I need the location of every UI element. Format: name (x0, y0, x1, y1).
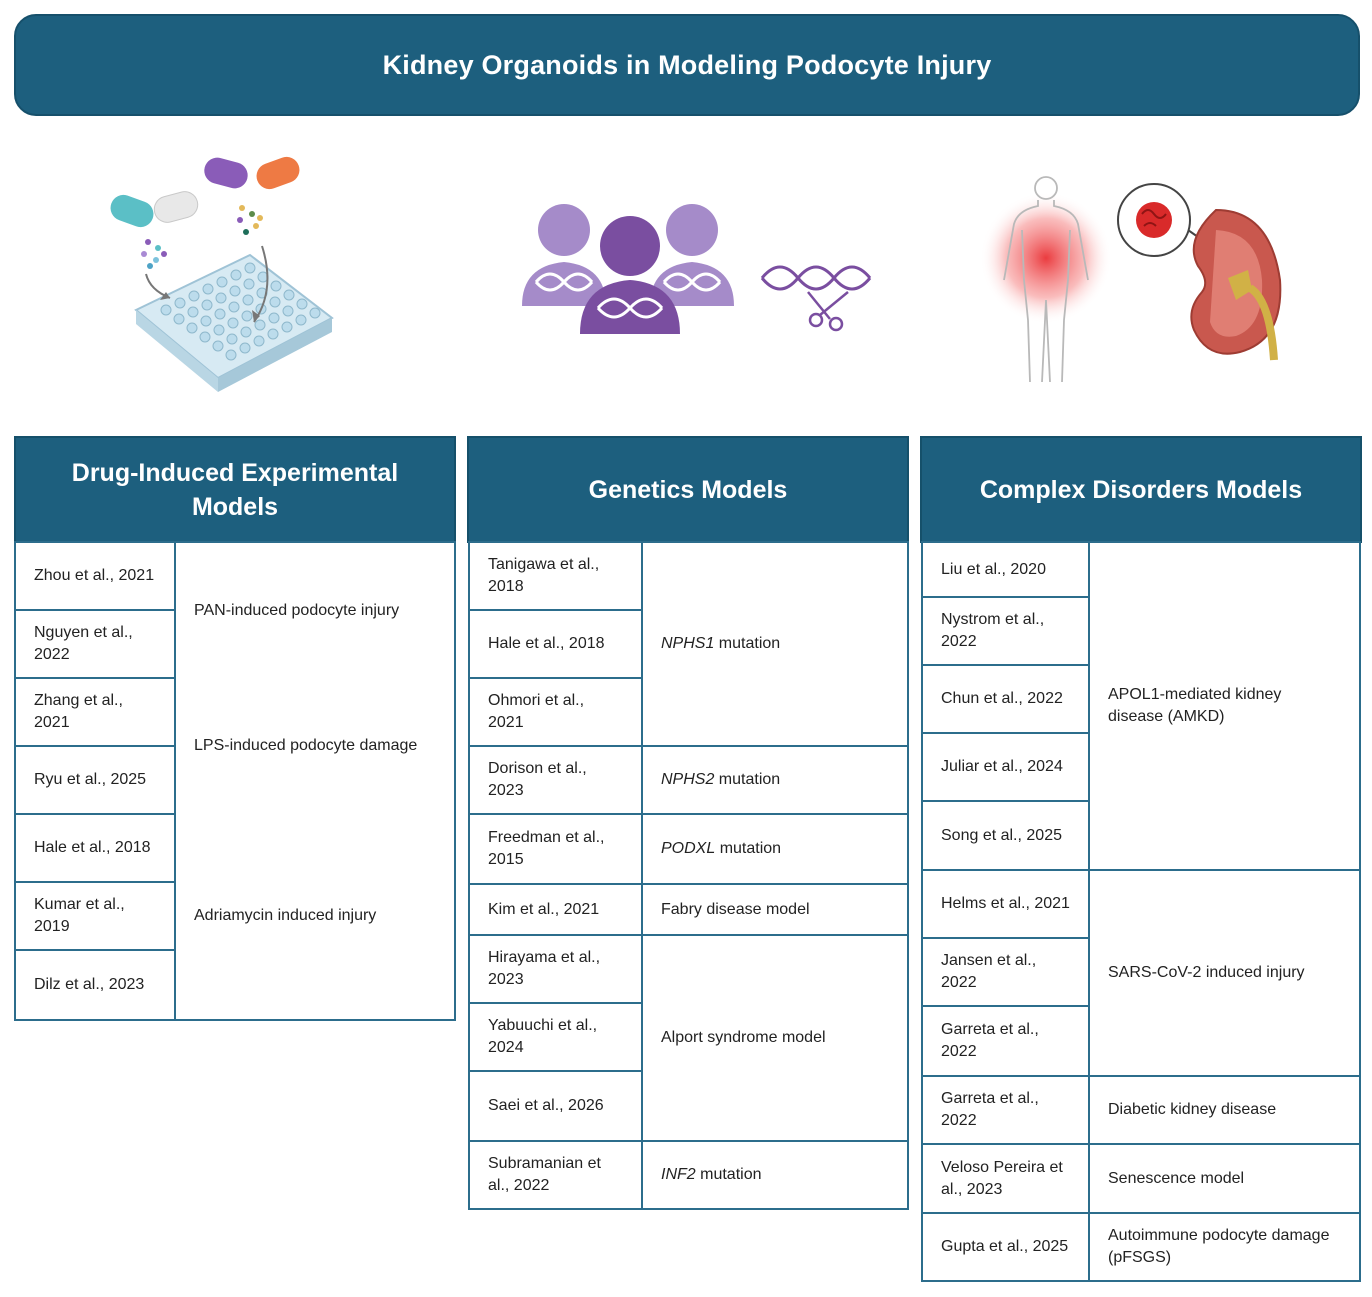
group-cell: Autoimmune podocyte damage (pFSGS) (1088, 1212, 1361, 1282)
panel-header-genetics: Genetics Models (467, 436, 909, 543)
title-banner: Kidney Organoids in Modeling Podocyte In… (14, 14, 1360, 116)
ref-cell: Nystrom et al., 2022 (921, 596, 1090, 666)
panel-heading: Complex Disorders Models (979, 475, 1303, 504)
capsule-teal-white-icon (110, 191, 199, 228)
body-kidney-illustration (980, 176, 1282, 383)
ref-cell: Helms et al., 2021 (921, 869, 1090, 939)
ref-cell: Dilz et al., 2023 (14, 949, 176, 1021)
ref-cell: Veloso Pereira et al., 2023 (921, 1143, 1090, 1214)
group-cell: NPHS2 mutation (641, 745, 909, 815)
panel-heading-line2: Models (191, 492, 279, 521)
panel-heading: Genetics Models (588, 475, 788, 504)
ref-cell: Ryu et al., 2025 (14, 745, 176, 815)
ref-cell: Garreta et al., 2022 (921, 1075, 1090, 1145)
diagram-title: Kidney Organoids in Modeling Podocyte In… (382, 49, 992, 80)
ref-cell: Freedman et al., 2015 (468, 813, 643, 885)
dna-icon (534, 272, 722, 319)
group-cell: APOL1-mediated kidney disease (AMKD) (1088, 541, 1361, 871)
group-cell: PODXL mutation (641, 813, 909, 885)
ref-cell: Juliar et al., 2024 (921, 732, 1090, 802)
capsule-purple-orange-icon (204, 156, 300, 190)
ref-cell: Kim et al., 2021 (468, 883, 643, 936)
ref-cell: Gupta et al., 2025 (921, 1212, 1090, 1282)
ref-cell: Yabuuchi et al., 2024 (468, 1002, 643, 1072)
ref-cell: Subramanian et al., 2022 (468, 1140, 643, 1210)
group-cell: Alport syndrome model (641, 934, 909, 1142)
panel-header-complex-disorders: Complex Disorders Models (920, 436, 1362, 543)
ref-cell: Garreta et al., 2022 (921, 1005, 1090, 1077)
ref-cell: Kumar et al., 2019 (14, 881, 176, 951)
ref-cell: Jansen et al., 2022 (921, 937, 1090, 1007)
ref-cell: Saei et al., 2026 (468, 1070, 643, 1142)
dna-editing-icon (760, 265, 872, 291)
group-cell: Adriamycin induced injury (174, 813, 456, 1021)
drug-particles-icon (141, 205, 263, 269)
ref-cell: Song et al., 2025 (921, 800, 1090, 871)
ref-cell: Zhou et al., 2021 (14, 541, 176, 611)
kidney-icon (1190, 208, 1282, 361)
ref-cell: Hale et al., 2018 (14, 813, 176, 883)
group-cell: INF2 mutation (641, 1140, 909, 1210)
panel-heading-line1: Drug-Induced Experimental (71, 458, 399, 487)
ref-cell: Chun et al., 2022 (921, 664, 1090, 734)
group-cell: Senescence model (1088, 1143, 1361, 1214)
group-cell: LPS-induced podocyte damage (174, 677, 456, 815)
ref-cell: Dorison et al., 2023 (468, 745, 643, 815)
ref-cell: Hirayama et al., 2023 (468, 934, 643, 1004)
scissors-icon (807, 291, 849, 332)
human-body-icon (1003, 176, 1089, 383)
group-cell: PAN-induced podocyte injury (174, 541, 456, 679)
group-cell: Fabry disease model (641, 883, 909, 936)
drug-plate-illustration (110, 156, 334, 392)
ref-cell: Hale et al., 2018 (468, 609, 643, 679)
glomerulus-magnifier-icon (1117, 183, 1209, 257)
panel-header-drug-induced: Drug-Induced Experimental Models (14, 436, 456, 543)
ref-cell: Ohmori et al., 2021 (468, 677, 643, 747)
ref-cell: Tanigawa et al., 2018 (468, 541, 643, 611)
group-cell: NPHS1 mutation (641, 541, 909, 747)
group-cell: SARS-CoV-2 induced injury (1088, 869, 1361, 1077)
ref-cell: Liu et al., 2020 (921, 541, 1090, 598)
ref-cell: Zhang et al., 2021 (14, 677, 176, 747)
ref-cell: Nguyen et al., 2022 (14, 609, 176, 679)
patients-dna-illustration (522, 204, 872, 334)
patient-group-icon (522, 204, 734, 334)
well-plate-icon (134, 253, 334, 392)
group-cell: Diabetic kidney disease (1088, 1075, 1361, 1145)
